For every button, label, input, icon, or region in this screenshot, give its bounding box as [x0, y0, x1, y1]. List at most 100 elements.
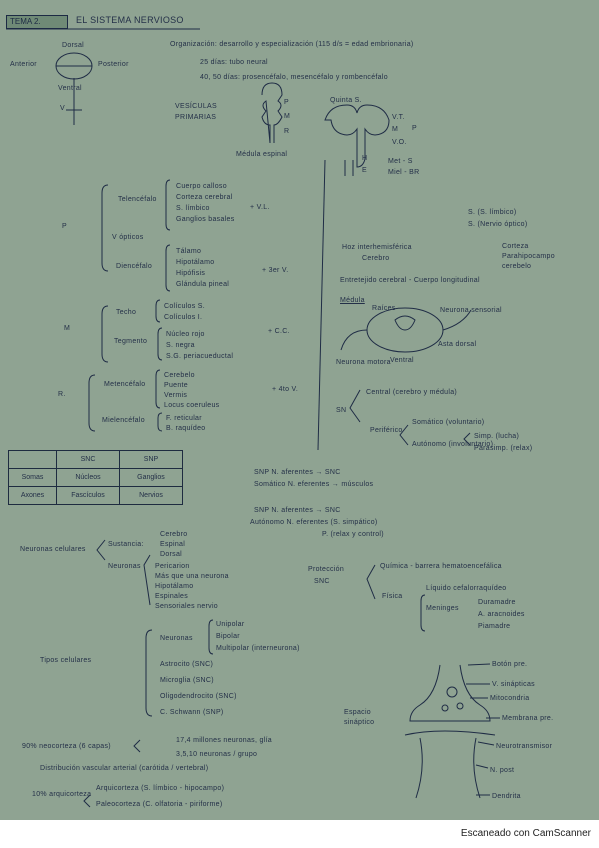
- tel-item-1: Cuerpo calloso: [176, 183, 227, 190]
- protection-label-2: SNC: [314, 578, 330, 585]
- hand-drawn-lines: [6, 28, 500, 808]
- neuro-n-item-5: Sensoriales nervio: [155, 603, 218, 610]
- vesicle-cord: Médula espinal: [236, 151, 288, 158]
- table-cell: Somas: [8, 468, 57, 487]
- table-header-row: SNC SNP: [8, 450, 183, 469]
- label-anterior: Anterior: [10, 61, 37, 68]
- diencephalon: Diencéfalo: [116, 263, 153, 270]
- sn-somatic: Somático (voluntario): [412, 419, 485, 426]
- intro-line-1: Organización: desarrollo y especializaci…: [170, 41, 414, 48]
- five-vo: V.O.: [392, 139, 407, 146]
- vesicle-m: M: [284, 113, 291, 120]
- meninges-item-2: A. aracnoides: [478, 611, 525, 618]
- met-item-4: Locus coeruleus: [164, 402, 220, 409]
- sn-peripheral: Periférico: [370, 427, 403, 434]
- synaptic-space-2: sináptico: [344, 719, 375, 726]
- miel-item-2: B. raquídeo: [166, 425, 206, 432]
- neuro-n-item-3: Hipotálamo: [155, 583, 194, 590]
- five-vesicles-label: Quinta S.: [330, 97, 362, 104]
- neuro-substance: Sustancia:: [108, 541, 144, 548]
- table-cell: Núcleos: [56, 468, 120, 487]
- five-h: H: [362, 155, 368, 162]
- table-header-cell: SNP: [119, 450, 183, 469]
- met-item-3: Vermis: [164, 392, 188, 399]
- synapse-label-5: Neurotransmisor: [496, 743, 553, 750]
- tegmentum: Tegmento: [114, 338, 148, 345]
- bottom-note-5: 10% arquicorteza: [32, 791, 92, 798]
- tree-r: R.: [58, 391, 66, 398]
- cell-types-label: Tipos celulares: [40, 657, 92, 664]
- neuro-item-3: Dorsal: [160, 551, 183, 558]
- bottom-note-6: Arquicorteza (S. límbico - hipocampo): [96, 785, 225, 792]
- five-met: Met - S: [388, 158, 413, 165]
- protection-physical: Física: [382, 593, 403, 600]
- dien-item-2: Hipotálamo: [176, 259, 215, 266]
- synapse-label-2: V. sinápticas: [492, 681, 535, 688]
- protection-meninges: Meninges: [426, 605, 459, 612]
- tel-item-3: S. límbico: [176, 205, 210, 212]
- cell-types-neurons: Neuronas: [160, 635, 193, 642]
- med-label-1: Raíces: [372, 305, 396, 312]
- sn-parasympathetic: Parasimp. (relax): [474, 445, 533, 452]
- optic-vesicles: V ópticos: [112, 234, 144, 241]
- label-posterior: Posterior: [98, 61, 129, 68]
- sn-autonomic: Autónomo (involuntario): [412, 441, 494, 448]
- snp-note-4: Autónomo N. eferentes (S. simpático): [250, 519, 378, 526]
- neuro-cells-label: Neuronas celulares: [20, 546, 86, 553]
- snp-note-5: P. (relax y control): [322, 531, 384, 538]
- five-e: E: [362, 167, 367, 174]
- intro-line-3: 40, 50 días: prosencéfalo, mesencéfalo y…: [200, 74, 388, 81]
- neuro-neurons: Neuronas: [108, 563, 141, 570]
- synapse-label-4: Membrana pre.: [502, 715, 554, 722]
- vesicles-label-2: PRIMARIAS: [175, 114, 217, 121]
- five-p: P: [412, 125, 417, 132]
- right-cortex-3: cerebelo: [502, 263, 532, 270]
- synapse-sketch: [404, 663, 500, 799]
- right-medula: Médula: [340, 297, 365, 304]
- dien-item-4: Glándula pineal: [176, 281, 230, 288]
- med-label-2: Neurona sensorial: [440, 307, 502, 314]
- dien-item-3: Hipófisis: [176, 270, 206, 277]
- dien-v3: + 3er V.: [262, 267, 289, 274]
- neuro-n-item-4: Espinales: [155, 593, 189, 600]
- myelencephalon: Mielencéfalo: [102, 417, 145, 424]
- neuro-n-item-2: Más que una neurona: [155, 573, 229, 580]
- topic-box: TEMA 2.: [6, 15, 68, 29]
- synapse-label-1: Botón pre.: [492, 661, 528, 668]
- synapse-label-7: Dendrita: [492, 793, 521, 800]
- snc-snp-table: SNC SNP Somas Núcleos Ganglios Axones Fa…: [8, 450, 183, 505]
- bottom-note-2: 17,4 millones neuronas, glía: [176, 737, 272, 744]
- bottom-note-7: Paleocorteza (C. olfatoria - piriforme): [96, 801, 223, 808]
- vesicle-p: P: [284, 99, 289, 106]
- protection-csf: Líquido cefalorraquídeo: [426, 585, 507, 592]
- neuro-item-1: Cerebro: [160, 531, 188, 538]
- neuron-type-3: Multipolar (interneurona): [216, 645, 300, 652]
- right-cerebro: Cerebro: [362, 255, 390, 262]
- label-ventral: Ventral: [58, 85, 82, 92]
- five-vt: V.T.: [392, 114, 405, 121]
- table-cell: Ganglios: [119, 468, 183, 487]
- table-cell: Nervios: [119, 486, 183, 505]
- telencephalon: Telencéfalo: [118, 196, 157, 203]
- meninges-item-1: Duramadre: [478, 599, 516, 606]
- right-so-1: S. (S. límbico): [468, 209, 517, 216]
- tree-m: M: [64, 325, 71, 332]
- tel-vl: + V.L.: [250, 204, 270, 211]
- tel-item-4: Ganglios basales: [176, 216, 235, 223]
- glia-type-3: Oligodendrocito (SNC): [160, 693, 237, 700]
- spinal-cord-section-sketch: [340, 307, 472, 353]
- right-ent: Entretejido cerebral - Cuerpo longitudin…: [340, 277, 480, 284]
- miel-item-1: F. reticular: [166, 415, 202, 422]
- synapse-label-3: Mitocondria: [490, 695, 530, 702]
- snp-note-2: Somático N. eferentes → músculos: [254, 481, 374, 488]
- tree-p: P: [62, 223, 67, 230]
- glia-type-4: C. Schwann (SNP): [160, 709, 224, 716]
- meninges-item-3: Piamadre: [478, 623, 511, 630]
- right-so-2: S. (Nervio óptico): [468, 221, 528, 228]
- right-hoz: Hoz interhemisférica: [342, 244, 412, 251]
- synaptic-space-1: Espacio: [344, 709, 372, 716]
- notebook-page: TEMA 2. EL SISTEMA NERVIOSO Dorsal Anter…: [0, 0, 599, 820]
- met-item-1: Cerebelo: [164, 372, 195, 379]
- vesicles-label-1: VESÍCULAS: [175, 103, 217, 110]
- dien-item-1: Tálamo: [176, 248, 202, 255]
